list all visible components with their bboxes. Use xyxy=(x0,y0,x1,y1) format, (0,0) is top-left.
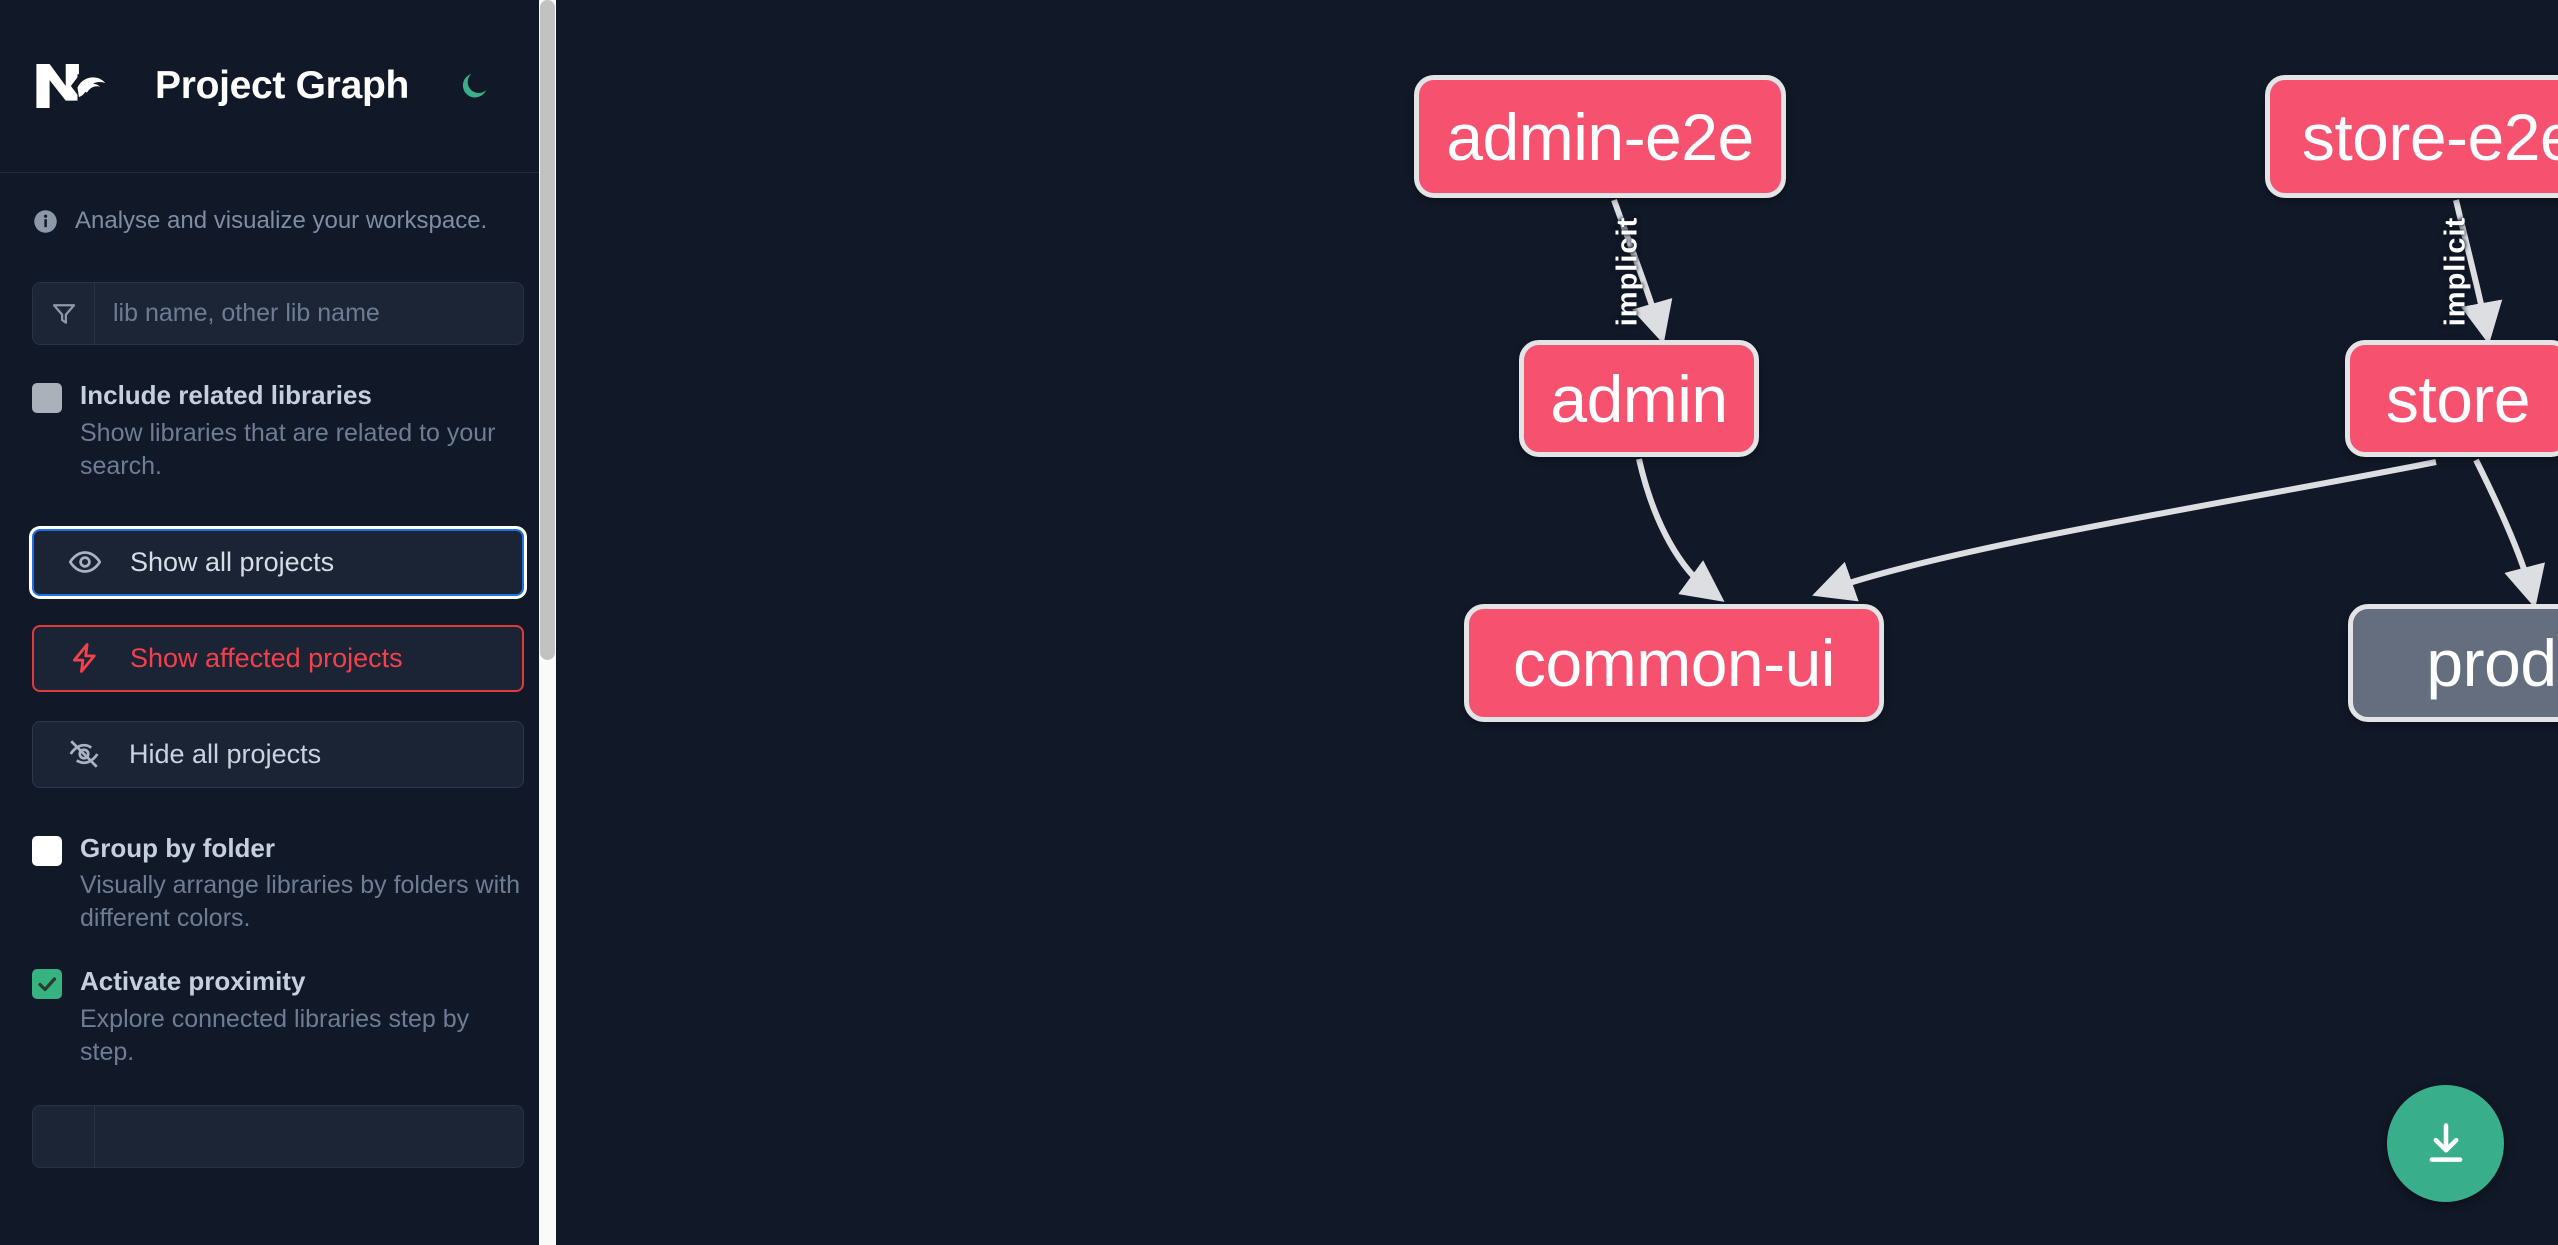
eye-off-icon xyxy=(65,736,102,773)
show-affected-projects-button[interactable]: Show affected projects xyxy=(32,624,524,692)
edge-admin-common-ui xyxy=(1636,458,1725,602)
download-icon xyxy=(2429,1122,2462,1162)
show-affected-projects-label: Show affected projects xyxy=(130,642,403,673)
graph-node-store-e2e[interactable]: store-e2e xyxy=(2265,75,2558,198)
graph-node-admin[interactable]: admin xyxy=(1519,340,1759,457)
edge-label-implicit-admin: implicit xyxy=(1611,216,1644,327)
graph-canvas[interactable]: admin-e2e store-e2e admin store common-u… xyxy=(556,0,2558,1245)
proximity-slider-field[interactable] xyxy=(32,1104,524,1168)
sidebar-subtitle: Analyse and visualize your workspace. xyxy=(0,173,556,235)
sidebar-scrollbar-thumb[interactable] xyxy=(540,0,555,660)
sidebar-scrollbar[interactable] xyxy=(539,0,556,1245)
option-activate-proximity[interactable]: Activate proximity Explore connected lib… xyxy=(0,965,556,1069)
node-label: products xyxy=(2426,626,2558,700)
group-by-folder-checkbox[interactable] xyxy=(32,835,62,866)
edge-admin-e2e-admin xyxy=(1611,198,1673,345)
activate-proximity-checkbox[interactable] xyxy=(32,969,62,999)
hide-all-projects-button[interactable]: Hide all projects xyxy=(32,720,524,788)
option-description: Show libraries that are related to your … xyxy=(80,418,496,480)
node-label: store-e2e xyxy=(2301,99,2558,174)
edge-label-implicit-store: implicit xyxy=(2439,216,2472,327)
search-input[interactable] xyxy=(95,283,523,344)
option-label: Activate proximity xyxy=(80,966,306,996)
edge-store-e2e-store xyxy=(2453,199,2503,345)
page-title: Project Graph xyxy=(155,64,409,107)
node-label: admin-e2e xyxy=(1446,99,1754,174)
node-label: store xyxy=(2385,361,2531,436)
sidebar: Project Graph Analyse and visualize your… xyxy=(0,0,556,1245)
hide-all-projects-label: Hide all projects xyxy=(129,738,322,769)
sidebar-header: Project Graph xyxy=(0,0,556,173)
node-label: admin xyxy=(1550,361,1728,436)
graph-node-common-ui[interactable]: common-ui xyxy=(1464,604,1884,722)
option-include-related-libraries[interactable]: Include related libraries Show libraries… xyxy=(0,379,556,483)
show-all-projects-button[interactable]: Show all projects xyxy=(32,528,524,596)
option-group-by-folder[interactable]: Group by folder Visually arrange librari… xyxy=(0,832,556,936)
eye-icon xyxy=(66,544,103,581)
option-label: Group by folder xyxy=(80,832,275,863)
download-image-button[interactable] xyxy=(2387,1085,2504,1202)
edge-store-products xyxy=(2473,458,2545,609)
option-label: Include related libraries xyxy=(80,380,372,410)
filter-icon xyxy=(33,283,95,344)
graph-node-products[interactable]: products xyxy=(2348,604,2558,722)
lightning-icon xyxy=(66,640,103,677)
option-description: Explore connected libraries step by step… xyxy=(80,1004,470,1066)
sidebar-subtitle-text: Analyse and visualize your workspace. xyxy=(75,207,488,234)
nx-logo-icon xyxy=(32,56,120,116)
moon-icon[interactable] xyxy=(451,63,497,109)
proximity-field-icon-cell xyxy=(33,1105,95,1167)
info-icon xyxy=(32,208,59,235)
graph-edges xyxy=(1611,198,2545,609)
include-related-libraries-checkbox[interactable] xyxy=(32,383,62,413)
option-description: Visually arrange libraries by folders wi… xyxy=(80,871,521,932)
graph-node-store[interactable]: store xyxy=(2345,340,2558,457)
edge-store-common-ui xyxy=(1812,459,2437,602)
search-field[interactable] xyxy=(32,282,524,345)
graph-node-admin-e2e[interactable]: admin-e2e xyxy=(1414,75,1786,198)
show-all-projects-label: Show all projects xyxy=(130,546,335,577)
node-label: common-ui xyxy=(1513,626,1835,700)
